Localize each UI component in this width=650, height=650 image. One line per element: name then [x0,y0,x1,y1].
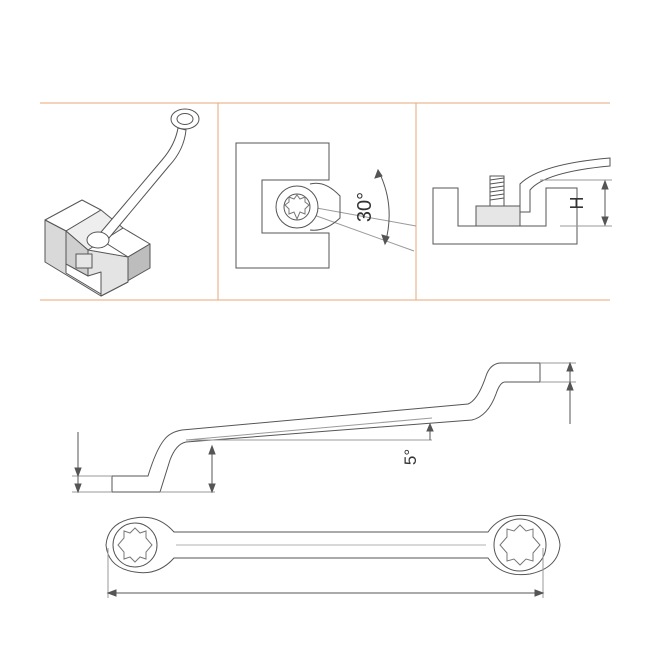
wrench-ring-outer [275,185,319,229]
bolt-thread [489,193,505,197]
swing-arc [377,169,390,245]
guide-line-lower [299,209,415,252]
bolt-thread [489,185,505,189]
swing-arrow-top [374,168,383,179]
length-arrow-left [106,589,117,597]
left-twelve-point-bore [117,527,153,563]
right-arrow-up [566,361,574,372]
swing-angle-view: 30° [235,142,417,269]
vise-slot-front [87,249,129,297]
right-ring-outer [493,518,547,572]
twelve-point-bore [284,194,310,221]
vise-outline-top-view [235,142,330,269]
angle-handle-line [185,417,433,441]
panel-frame [40,102,610,301]
height-arrow-bottom [601,216,609,227]
vise-bolt-head [75,253,93,269]
wrench-side-profile [519,157,611,213]
bolt-head [475,205,521,227]
bolt-thread [489,197,505,201]
wrench-jaw-outline [309,182,341,231]
offset-wrench-side-elevation: 5° [72,361,576,494]
offset-angle-label: 5° [401,449,420,465]
swing-angle-label: 30° [354,192,376,222]
left-arrow-down [74,483,82,494]
right-arrow-down [566,380,574,391]
right-twelve-point-bore [499,524,541,566]
offset-arrow-down [208,483,216,494]
swing-arrow-bottom [381,234,390,246]
vise-wrench-top-bore [176,113,194,125]
offset-ring-wrench-icon [105,514,561,598]
angle-arrow [426,422,434,432]
height-arrow-top [601,179,609,190]
bolt-thread [489,181,505,185]
height-label: H [567,197,587,210]
offset-arrow-up [208,444,216,455]
vise-wrench-handle [95,127,187,245]
length-arrow-right [534,589,545,597]
bolt-thread [489,177,505,181]
height-clearance-view: H [432,157,612,245]
vise-wrench-bottom-ring [86,231,110,249]
vise-with-wrench-icon [44,108,200,297]
left-arrow-up [74,467,82,478]
vise-outline-side-view [432,187,578,245]
threaded-bolt-icon [475,175,521,227]
left-ring-outer [112,522,158,568]
bolt-thread [489,189,505,193]
guide-line-upper [299,204,417,227]
